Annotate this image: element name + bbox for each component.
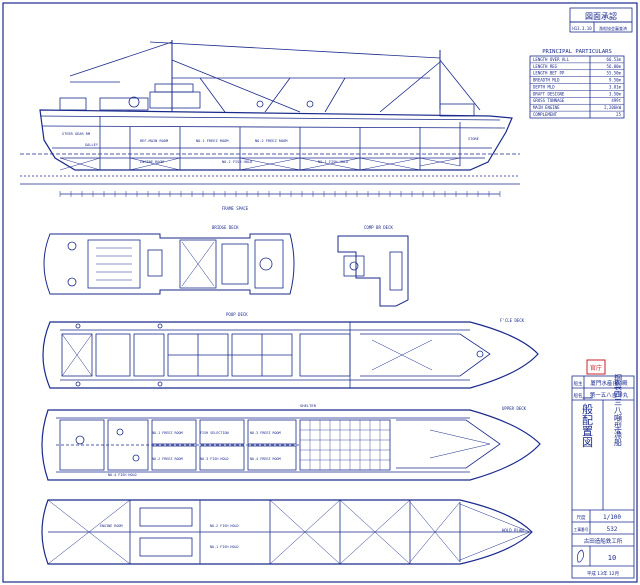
shelter-label: SHELTER xyxy=(300,403,317,408)
drawing-date: 平成 13年 12月 xyxy=(587,570,619,577)
label-steer-room: STEER GEAR RM xyxy=(62,132,91,136)
bridge-deck-title: BRIDGE DECK xyxy=(212,225,239,230)
label-fish-hold-1: NO.1 FISH HOLD xyxy=(318,160,348,164)
poop-deck-title: POOP DECK xyxy=(226,312,248,317)
owner-name: 厦門水産(株)殿 xyxy=(590,379,628,387)
label-fish-selection: FISH SELECTION xyxy=(200,431,229,435)
scale-key: 尺度 xyxy=(577,514,586,521)
bridge-deck-plan: BRIDGE DECK xyxy=(43,225,295,295)
label-hold-engine-room: ENGINE ROOM xyxy=(100,524,122,528)
label-hold-fish-1: NO.1 FISH HOLD xyxy=(210,545,239,549)
hold-plan-title: HOLD PLAN xyxy=(502,528,524,533)
hold-plan: HOLD PLAN ENGINE ROOM NO.2 FISH HOLD NO.… xyxy=(41,499,533,565)
label-no3-fish-hold: NO.3 FISH HOLD xyxy=(200,457,229,461)
profile-elevation: FRAME SPACE STEER GEAR RM GALLEY REF.MAI… xyxy=(20,40,520,211)
particulars-row-label: LENGTH REG xyxy=(533,64,558,69)
label-fish-hold-2: NO.2 FISH HOLD xyxy=(222,160,252,164)
principal-particulars-table: PRINCIPAL PARTICULARS LENGTH OVER ALL 66.… xyxy=(529,49,625,119)
shipname-key: 船名 xyxy=(574,392,583,399)
label-freez-room-1: NO.1 FREEZ ROOM xyxy=(196,139,229,143)
sheet-number: 10 xyxy=(608,554,616,562)
stamp-note: 漁船協会審査済 xyxy=(599,25,627,31)
particulars-row-value: 25 xyxy=(616,112,621,117)
scale-value: 1/100 xyxy=(603,514,621,521)
label-freez-room-a: NO.1 FREEZ ROOM xyxy=(152,431,183,435)
owner-key: 船主 xyxy=(574,380,583,387)
label-ref-main-room: REF.MAIN ROOM xyxy=(140,139,169,143)
label-store: STORE xyxy=(468,137,479,141)
job-key: 工事番号 xyxy=(573,527,588,532)
particulars-heading: PRINCIPAL PARTICULARS xyxy=(542,49,612,55)
builder-name: 古田造船鉄工所 xyxy=(584,537,623,545)
approval-stamp: 図面承認 H13.3.10 漁船協会審査済 xyxy=(569,7,633,33)
stamp-title: 図面承認 xyxy=(585,11,617,21)
label-freez-room-b: NO.2 FREEZ ROOM xyxy=(152,457,183,461)
label-hold-fish-2: NO.2 FISH HOLD xyxy=(210,524,239,528)
label-freez-room-2: NO.2 FREEZ ROOM xyxy=(255,139,288,143)
particulars-row-label: GROSS TONNAGE xyxy=(533,98,565,103)
particulars-row-label: LENGTH OVER ALL xyxy=(533,57,570,62)
label-galley: GALLEY xyxy=(85,143,99,147)
particulars-row-value: 55.50m xyxy=(607,71,622,76)
compass-deck-title: COMP BR DECK xyxy=(364,225,393,230)
particulars-row-value: 2,206kW xyxy=(604,105,621,110)
label-engine-room: ENGINE ROOM xyxy=(140,160,165,164)
particulars-row-label: BREADTH MLD xyxy=(533,78,560,83)
label-freez-room-c: NO.3 FREEZ ROOM xyxy=(250,431,281,435)
particulars-row-label: DRAFT DESIGNE xyxy=(533,91,565,96)
particulars-row-value: 66.53m xyxy=(607,57,622,62)
approval-mark: 官庁 xyxy=(590,364,602,372)
particulars-row-value: 9.50m xyxy=(609,78,622,83)
particulars-row-value: 56.80m xyxy=(607,64,622,69)
stamp-date: H13.3.10 xyxy=(572,26,592,31)
label-no4-fish-hold: NO.4 FISH HOLD xyxy=(108,473,137,477)
particulars-row-value: 499t xyxy=(611,98,621,103)
upper-deck-plan: UPPER DECK SHELTER NO.1 FREEZ ROOM NO.2 … xyxy=(41,403,541,481)
ship-type: 鋼製四三八噸型漁船 xyxy=(614,373,623,447)
particulars-row-label: MAIN ENGINE xyxy=(533,105,560,110)
compass-bridge-deck-plan: COMP BR DECK xyxy=(337,225,409,307)
particulars-row-value: 3.50m xyxy=(609,91,622,96)
job-number: 532 xyxy=(607,526,618,533)
particulars-row-label: DEPTH MLD xyxy=(533,84,555,89)
label-freez-room-d: NO.4 FREEZ ROOM xyxy=(250,457,281,461)
drawing-title: 一般配置図 xyxy=(581,393,594,448)
fcle-deck-title: F'CLE DECK xyxy=(500,318,525,323)
frame-space-label: FRAME SPACE xyxy=(222,206,249,211)
title-block: 官庁 船主 厦門水産(株)殿 船名 第一五八吉洋丸 一般配置図 鋼製四三八噸型漁… xyxy=(571,359,635,579)
upper-deck-title: UPPER DECK xyxy=(502,406,527,411)
builder-logo xyxy=(577,549,584,563)
ship-name: 第一五八吉洋丸 xyxy=(590,391,629,399)
particulars-row-value: 3.81m xyxy=(609,84,622,89)
particulars-row-label: COMPLEMENT xyxy=(533,112,558,117)
particulars-row-label: LENGTH BET PP xyxy=(533,71,565,76)
poop-fcle-deck-plan: POOP DECK F'CLE DECK xyxy=(42,312,539,389)
